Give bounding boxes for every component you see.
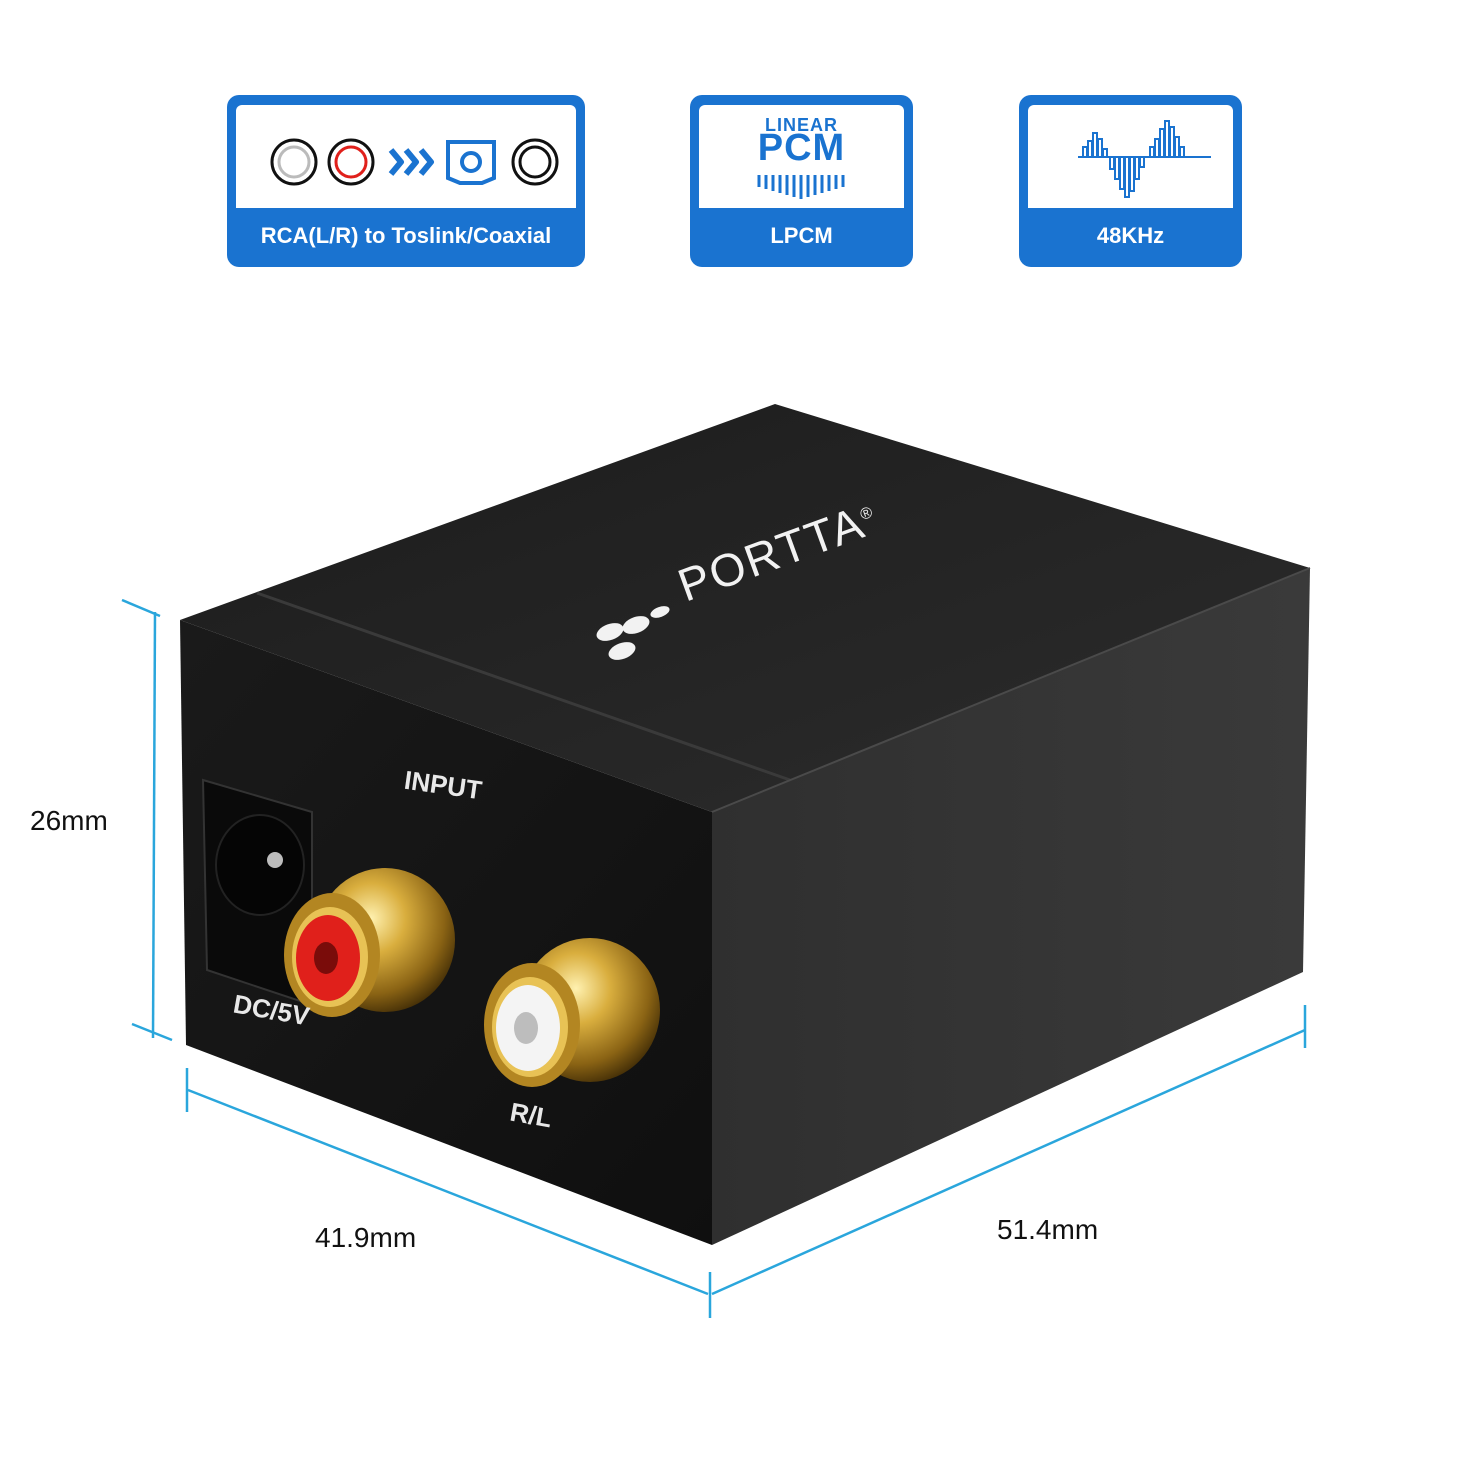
device-top-face [180,404,1310,812]
rca-jack-red [284,868,455,1017]
feature-badge-lpcm: LINEAR PCM LPCM [690,95,913,267]
width-dimension-label: 51.4mm [997,1214,1099,1245]
rca-jack-white [484,938,660,1087]
pcm-icon-top-text: LINEAR [765,115,838,135]
badge-label: LPCM [770,223,833,248]
feature-badge-conversion: RCA(L/R) to Toslink/Coaxial [227,95,585,267]
badge-icon-area [236,105,576,208]
waveform-icon [1078,120,1211,198]
rca-to-optical-coaxial-icon [270,138,559,186]
linear-pcm-icon: LINEAR PCM [699,105,904,208]
device-side-face [712,568,1310,1245]
pcm-icon-main-text: PCM [757,127,846,169]
dimension-lines [121,598,1307,1318]
portta-logo-icon [596,606,670,660]
depth-dimension-label: 41.9mm [315,1222,417,1253]
height-dimension-label: 26mm [30,805,108,836]
badge-label: RCA(L/R) to Toslink/Coaxial [260,223,552,248]
feature-badge-sample-rate: 48KHz [1019,95,1242,267]
pcm-bars-icon [757,175,845,199]
badge-icon-area [1028,105,1233,208]
badge-label: 48KHz [1096,223,1165,248]
